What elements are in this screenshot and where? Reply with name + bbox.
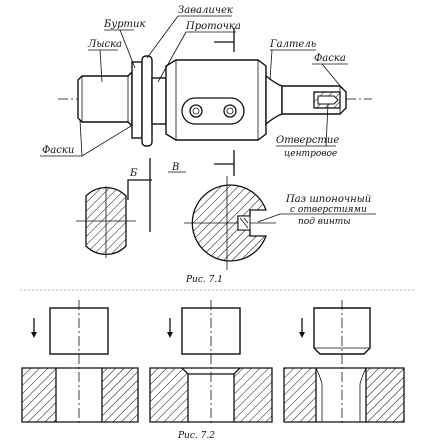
shaft-fillet <box>265 74 283 126</box>
shaft-figure <box>40 15 376 223</box>
label-lyska: Лыска <box>87 39 122 50</box>
leader-lines <box>40 15 376 223</box>
label-paz-3: под винты <box>298 217 351 227</box>
label-galtel: Галтель <box>269 39 316 50</box>
caption-fig-7-2: Рис. 7.2 <box>177 431 215 441</box>
fit-variant-3 <box>283 300 405 424</box>
label-otverstie-2: центровое <box>284 149 337 159</box>
label-mark-v: В <box>171 162 179 173</box>
section-keyway <box>184 176 276 270</box>
section-flats <box>76 186 136 258</box>
keyway-slot <box>181 97 245 125</box>
caption-fig-7-1: Рис. 7.1 <box>185 275 223 285</box>
label-faski: Фаски <box>42 145 74 156</box>
label-zavalichek: Заваличек <box>178 5 233 16</box>
label-protochka: Проточка <box>185 21 241 32</box>
label-mark-b: Б <box>129 168 138 179</box>
screw-hole-left <box>189 104 203 118</box>
shaft-collar <box>131 61 143 139</box>
label-burtik: Буртик <box>103 19 145 30</box>
shaft-left-end <box>77 70 133 128</box>
screw-hole-right <box>223 104 237 118</box>
fit-variant-1 <box>21 300 139 424</box>
label-faska: Фаска <box>314 53 346 64</box>
shaft-undercut <box>151 77 167 125</box>
label-paz-2: с отверстиями <box>290 205 367 215</box>
shaft-main-body <box>165 59 267 141</box>
figure-7-2: Рис. 7.2 <box>20 289 414 441</box>
label-paz-1: Паз шпоночный <box>285 194 371 205</box>
fit-variant-2 <box>149 300 273 424</box>
label-otverstie-1: Отверстие <box>276 135 339 146</box>
figure-7-1-labels: Буртик Лыска Заваличек Проточка Галтель … <box>42 5 371 285</box>
shaft-shoulder <box>141 55 153 147</box>
section-arrow-b <box>127 179 152 200</box>
